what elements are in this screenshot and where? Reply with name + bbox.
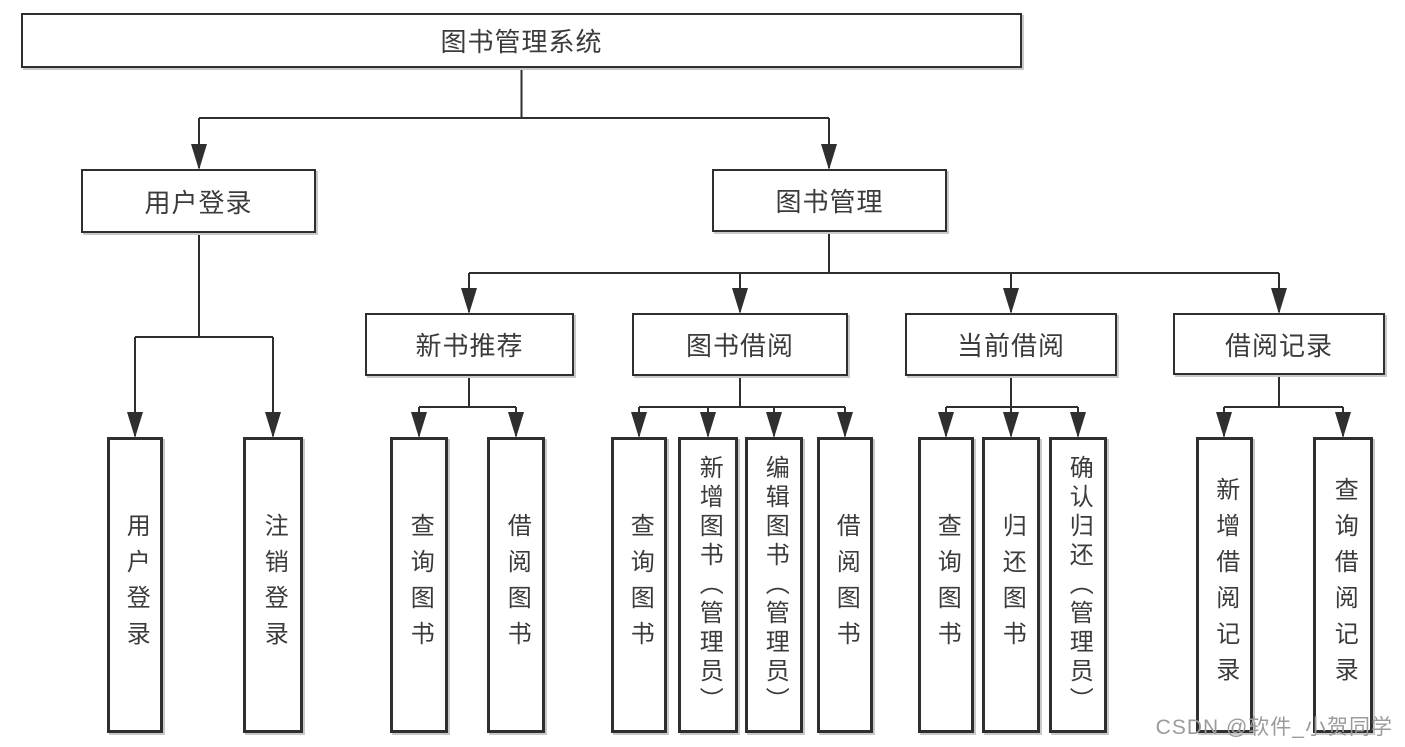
leaf-logout: 注销登录 bbox=[243, 437, 303, 733]
leaf-records-query-record-label: 查询借阅记录 bbox=[1330, 477, 1358, 693]
leaf-logout-label: 注销登录 bbox=[260, 513, 288, 657]
node-user-login-label: 用户登录 bbox=[144, 187, 253, 218]
leaf-current-query-books: 查询图书 bbox=[918, 437, 974, 733]
node-current-borrow: 当前借阅 bbox=[905, 313, 1117, 376]
leaf-borrow-query-books-label: 查询图书 bbox=[626, 513, 654, 657]
leaf-records-add-record-label: 新增借阅记录 bbox=[1211, 477, 1239, 693]
leaf-borrow-edit-books-admin-label: 编辑图书（管理员） bbox=[761, 454, 789, 716]
leaf-newbook-query-books: 查询图书 bbox=[390, 437, 448, 733]
node-new-book-recommend: 新书推荐 bbox=[365, 313, 574, 376]
csdn-watermark: CSDN @软件_小贺同学 bbox=[1155, 716, 1393, 739]
leaf-borrow-borrow-books: 借阅图书 bbox=[817, 437, 873, 733]
leaf-borrow-query-books: 查询图书 bbox=[611, 437, 667, 733]
edge-new-book-to-children bbox=[411, 376, 524, 438]
edge-user-login-to-children bbox=[127, 233, 281, 438]
edge-book-borrow-to-children bbox=[631, 376, 853, 438]
leaf-current-confirm-return-admin-label: 确认归还（管理员） bbox=[1065, 454, 1093, 716]
node-borrow-records-label: 借阅记录 bbox=[1224, 330, 1333, 361]
node-root-library-system: 图书管理系统 bbox=[21, 13, 1022, 68]
leaf-borrow-add-books-admin-label: 新增图书（管理员） bbox=[695, 454, 723, 716]
node-root-label: 图书管理系统 bbox=[440, 27, 603, 57]
node-current-borrow-label: 当前借阅 bbox=[956, 331, 1065, 361]
leaf-borrow-borrow-books-label: 借阅图书 bbox=[832, 513, 860, 657]
leaf-records-query-record: 查询借阅记录 bbox=[1313, 437, 1373, 733]
node-borrow-records: 借阅记录 bbox=[1173, 313, 1385, 375]
node-book-management: 图书管理 bbox=[712, 169, 947, 232]
leaf-user-login: 用户登录 bbox=[107, 437, 163, 733]
edge-root-to-children bbox=[191, 68, 837, 170]
leaf-current-return-books-label: 归还图书 bbox=[998, 513, 1026, 657]
node-book-borrow: 图书借阅 bbox=[632, 313, 848, 376]
leaf-current-query-books-label: 查询图书 bbox=[933, 513, 961, 657]
leaf-newbook-query-books-label: 查询图书 bbox=[406, 513, 434, 657]
node-book-borrow-label: 图书借阅 bbox=[685, 331, 794, 361]
node-user-login: 用户登录 bbox=[81, 169, 316, 233]
edge-borrow-records-to-children bbox=[1216, 375, 1351, 438]
node-book-management-label: 图书管理 bbox=[775, 187, 884, 217]
leaf-newbook-borrow-books-label: 借阅图书 bbox=[503, 513, 531, 657]
edge-current-borrow-to-children bbox=[938, 376, 1086, 438]
leaf-borrow-add-books-admin: 新增图书（管理员） bbox=[678, 437, 738, 733]
leaf-newbook-borrow-books: 借阅图书 bbox=[487, 437, 545, 733]
leaf-current-return-books: 归还图书 bbox=[982, 437, 1040, 733]
edge-book-management-to-children bbox=[461, 232, 1287, 314]
leaf-records-add-record: 新增借阅记录 bbox=[1196, 437, 1253, 733]
leaf-borrow-edit-books-admin: 编辑图书（管理员） bbox=[745, 437, 803, 733]
leaf-current-confirm-return-admin: 确认归还（管理员） bbox=[1049, 437, 1107, 733]
leaf-user-login-label: 用户登录 bbox=[122, 513, 150, 657]
node-new-book-recommend-label: 新书推荐 bbox=[415, 331, 524, 361]
